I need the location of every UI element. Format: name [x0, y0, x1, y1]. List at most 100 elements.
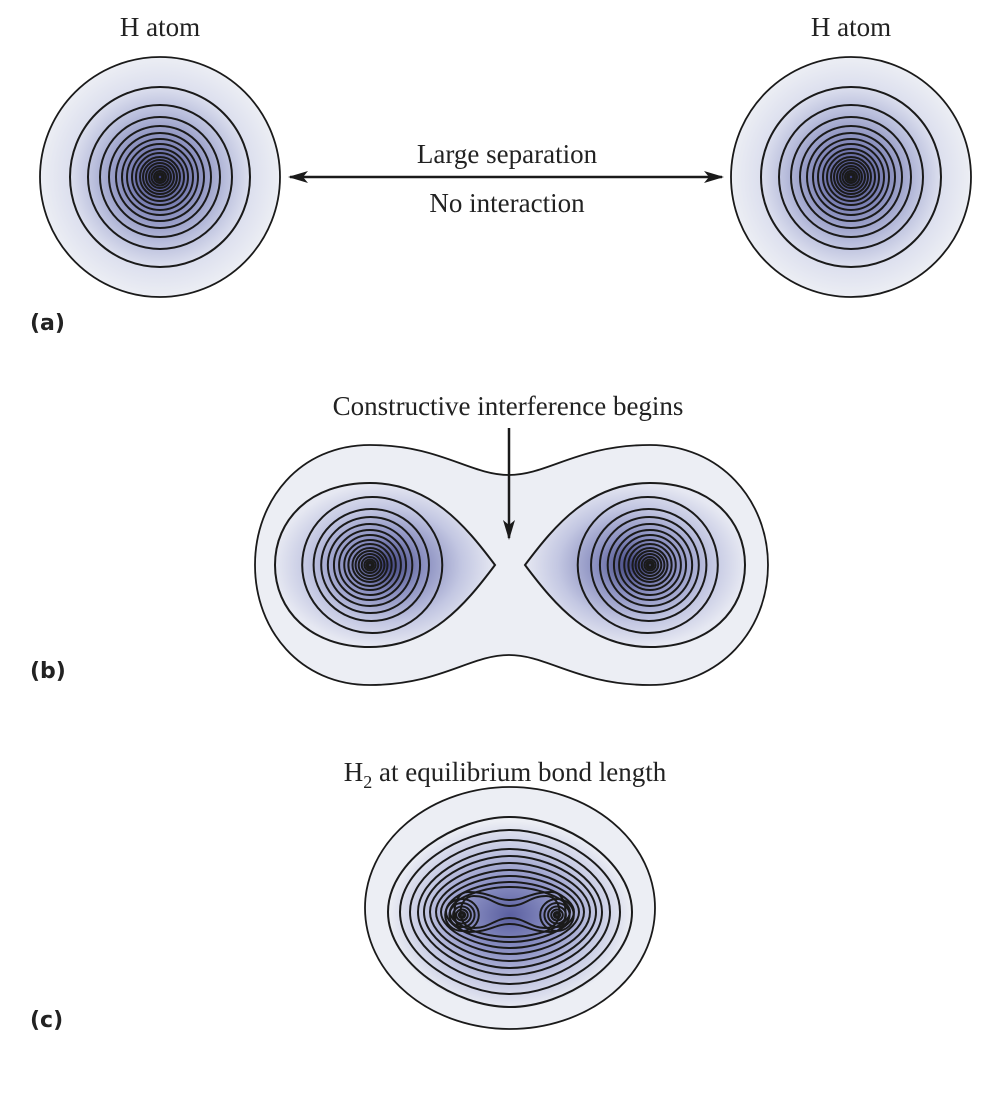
density-contour — [121, 138, 199, 216]
nucleus-contour — [444, 898, 480, 932]
h2-molecular-orbital — [364, 786, 656, 1030]
density-contour — [634, 550, 666, 580]
density-contour — [637, 553, 663, 577]
h-atom-left-orbital — [39, 56, 281, 298]
density-contour — [108, 125, 212, 229]
density-contour — [839, 165, 863, 189]
nucleus-contour — [554, 912, 560, 918]
density-contour — [153, 170, 167, 184]
density-contour — [416, 847, 604, 977]
panel-a: H atom H atom Large separation No intera… — [30, 12, 972, 336]
constructive-interference-label: Constructive interference begins — [333, 391, 684, 421]
density-contour — [640, 556, 660, 574]
nucleus-contour — [550, 908, 564, 922]
density-contour — [363, 558, 377, 572]
density-contour — [846, 172, 856, 182]
density-contour — [647, 562, 653, 568]
density-contour — [135, 152, 185, 202]
density-contour — [618, 534, 682, 596]
outer-contour — [39, 56, 281, 298]
large-separation-label: Large separation — [417, 139, 598, 169]
density-contour — [799, 125, 903, 229]
no-interaction-label: No interaction — [429, 188, 585, 218]
nucleus-contour — [547, 905, 567, 925]
nucleus-contour — [457, 911, 467, 919]
density-contour — [115, 132, 205, 222]
density-contour — [844, 170, 858, 184]
nucleus-contour — [448, 902, 476, 928]
density-contour — [99, 116, 221, 238]
density-contour — [439, 874, 581, 950]
density-contour — [612, 529, 688, 601]
density-contour — [444, 880, 576, 944]
nucleus-contour — [552, 911, 562, 919]
density-contour — [69, 86, 251, 268]
density-contour — [150, 167, 170, 187]
density-contour — [408, 838, 612, 986]
density-contour — [332, 529, 408, 601]
density-contour — [142, 159, 178, 195]
density-contour — [847, 173, 855, 181]
density-contour — [398, 828, 622, 996]
density-contour — [812, 138, 890, 216]
density-contour — [627, 543, 673, 587]
density-contour — [760, 86, 942, 268]
density-contour — [448, 885, 572, 939]
density-contour — [428, 861, 592, 963]
nucleus-contour — [455, 908, 469, 922]
density-contour — [367, 562, 373, 568]
density-contour — [320, 516, 422, 614]
density-contour — [343, 539, 397, 591]
density-contour — [365, 560, 375, 570]
density-contour — [830, 156, 872, 198]
h-atom-right-orbital — [730, 56, 972, 298]
density-contour — [139, 156, 181, 198]
bonding-contour — [459, 894, 561, 930]
density-contour — [643, 558, 657, 572]
nucleus-contour — [459, 912, 465, 918]
h2-equilibrium-title: H2 at equilibrium bond length — [344, 757, 667, 792]
density-contour — [87, 104, 233, 250]
density-contour — [790, 116, 912, 238]
left-lobe-orbital — [273, 481, 497, 649]
density-contour — [145, 162, 175, 192]
density-contour — [148, 165, 172, 189]
panel-c: H2 at equilibrium bond length (c) — [30, 757, 667, 1033]
density-contour — [806, 132, 896, 222]
panel-label-b: (b) — [30, 659, 66, 684]
density-contour — [817, 143, 885, 211]
density-contour — [338, 534, 402, 596]
h-atom-left-title: H atom — [120, 12, 200, 42]
density-contour — [347, 543, 393, 587]
density-contour — [836, 162, 866, 192]
panel-label-a: (a) — [30, 311, 65, 336]
density-contour — [576, 496, 719, 634]
density-contour — [422, 854, 598, 970]
density-contour — [131, 148, 189, 206]
density-contour — [351, 547, 389, 583]
density-contour — [354, 550, 386, 580]
density-contour — [778, 104, 924, 250]
density-contour — [326, 523, 414, 607]
density-contour — [606, 523, 694, 607]
density-contour — [312, 508, 430, 622]
nucleus-contour — [543, 902, 571, 928]
density-contour — [434, 868, 586, 956]
density-contour — [156, 173, 164, 181]
density-contour — [841, 167, 861, 187]
density-contour — [386, 815, 634, 1009]
panel-label-c: (c) — [30, 1008, 63, 1033]
density-contour — [126, 143, 194, 211]
right-lobe-orbital — [523, 481, 747, 649]
outer-contour — [730, 56, 972, 298]
density-contour — [301, 496, 444, 634]
density-contour — [590, 508, 708, 622]
density-contour — [155, 172, 165, 182]
density-shading — [388, 817, 632, 1007]
bonding-contour — [453, 890, 567, 934]
density-contour — [623, 539, 677, 591]
density-contour — [357, 553, 383, 577]
nucleus-contour — [539, 898, 575, 932]
density-contour — [631, 547, 669, 583]
